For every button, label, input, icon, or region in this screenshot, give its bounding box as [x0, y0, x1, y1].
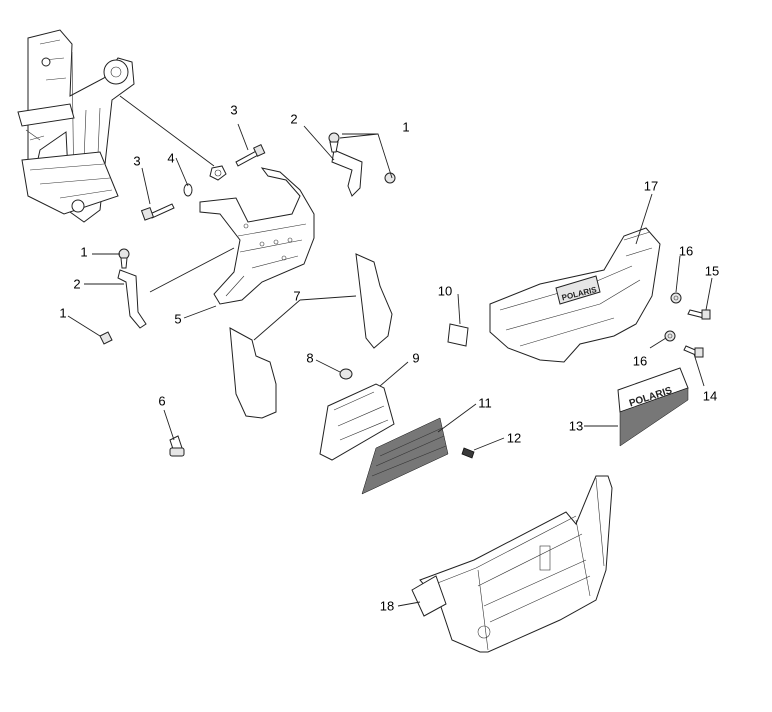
- callout-17: 17: [643, 178, 659, 194]
- callout-7: 7: [293, 288, 301, 304]
- front-fascia-17: POLARIS: [489, 227, 661, 363]
- grille-frame-9: [319, 383, 395, 461]
- callout-14: 14: [702, 388, 718, 404]
- callout-2: 2: [73, 276, 81, 292]
- nut-4: [183, 165, 227, 197]
- callout-8: 8: [306, 350, 314, 366]
- callout-10: 10: [437, 283, 453, 299]
- callout-12: 12: [506, 430, 522, 446]
- bolt-14: [683, 345, 704, 358]
- callout-3: 3: [133, 153, 141, 169]
- bracket-2-lower: [99, 248, 147, 345]
- callout-16: 16: [678, 243, 694, 259]
- callout-13: 13: [568, 418, 584, 434]
- callout-6: 6: [158, 393, 166, 409]
- screw-12: [461, 447, 475, 459]
- callout-4: 4: [167, 150, 175, 166]
- bolt-3-upper: [235, 144, 266, 167]
- bolt-15: [687, 309, 711, 320]
- callout-2: 2: [290, 111, 298, 127]
- grille-13: POLARIS: [617, 367, 689, 447]
- side-panel-7-right: [355, 253, 393, 349]
- washer-16-lower: [664, 330, 676, 342]
- callout-3: 3: [230, 102, 238, 118]
- callout-11: 11: [478, 395, 492, 411]
- callout-1: 1: [80, 244, 88, 260]
- callout-9: 9: [412, 350, 420, 366]
- grille-mesh-11: [361, 417, 449, 495]
- washer-16-upper: [670, 292, 682, 304]
- callout-15: 15: [704, 263, 720, 279]
- brush-guard-18: [411, 475, 613, 653]
- grommet-8: [339, 368, 353, 380]
- callout-1: 1: [402, 119, 410, 135]
- bracket-2-upper: [328, 132, 396, 197]
- side-panel-7-left: [229, 327, 277, 419]
- front-bumper-mount: [199, 167, 315, 305]
- vehicle-frame: [17, 29, 135, 223]
- callout-5: 5: [174, 311, 182, 327]
- leader-lines: [67, 95, 713, 607]
- screw-6: [169, 435, 185, 457]
- callout-1: 1: [59, 305, 67, 321]
- callout-18: 18: [379, 598, 395, 614]
- bolt-3-lower: [140, 203, 175, 221]
- decal-10: [447, 323, 469, 347]
- callout-16: 16: [632, 353, 648, 369]
